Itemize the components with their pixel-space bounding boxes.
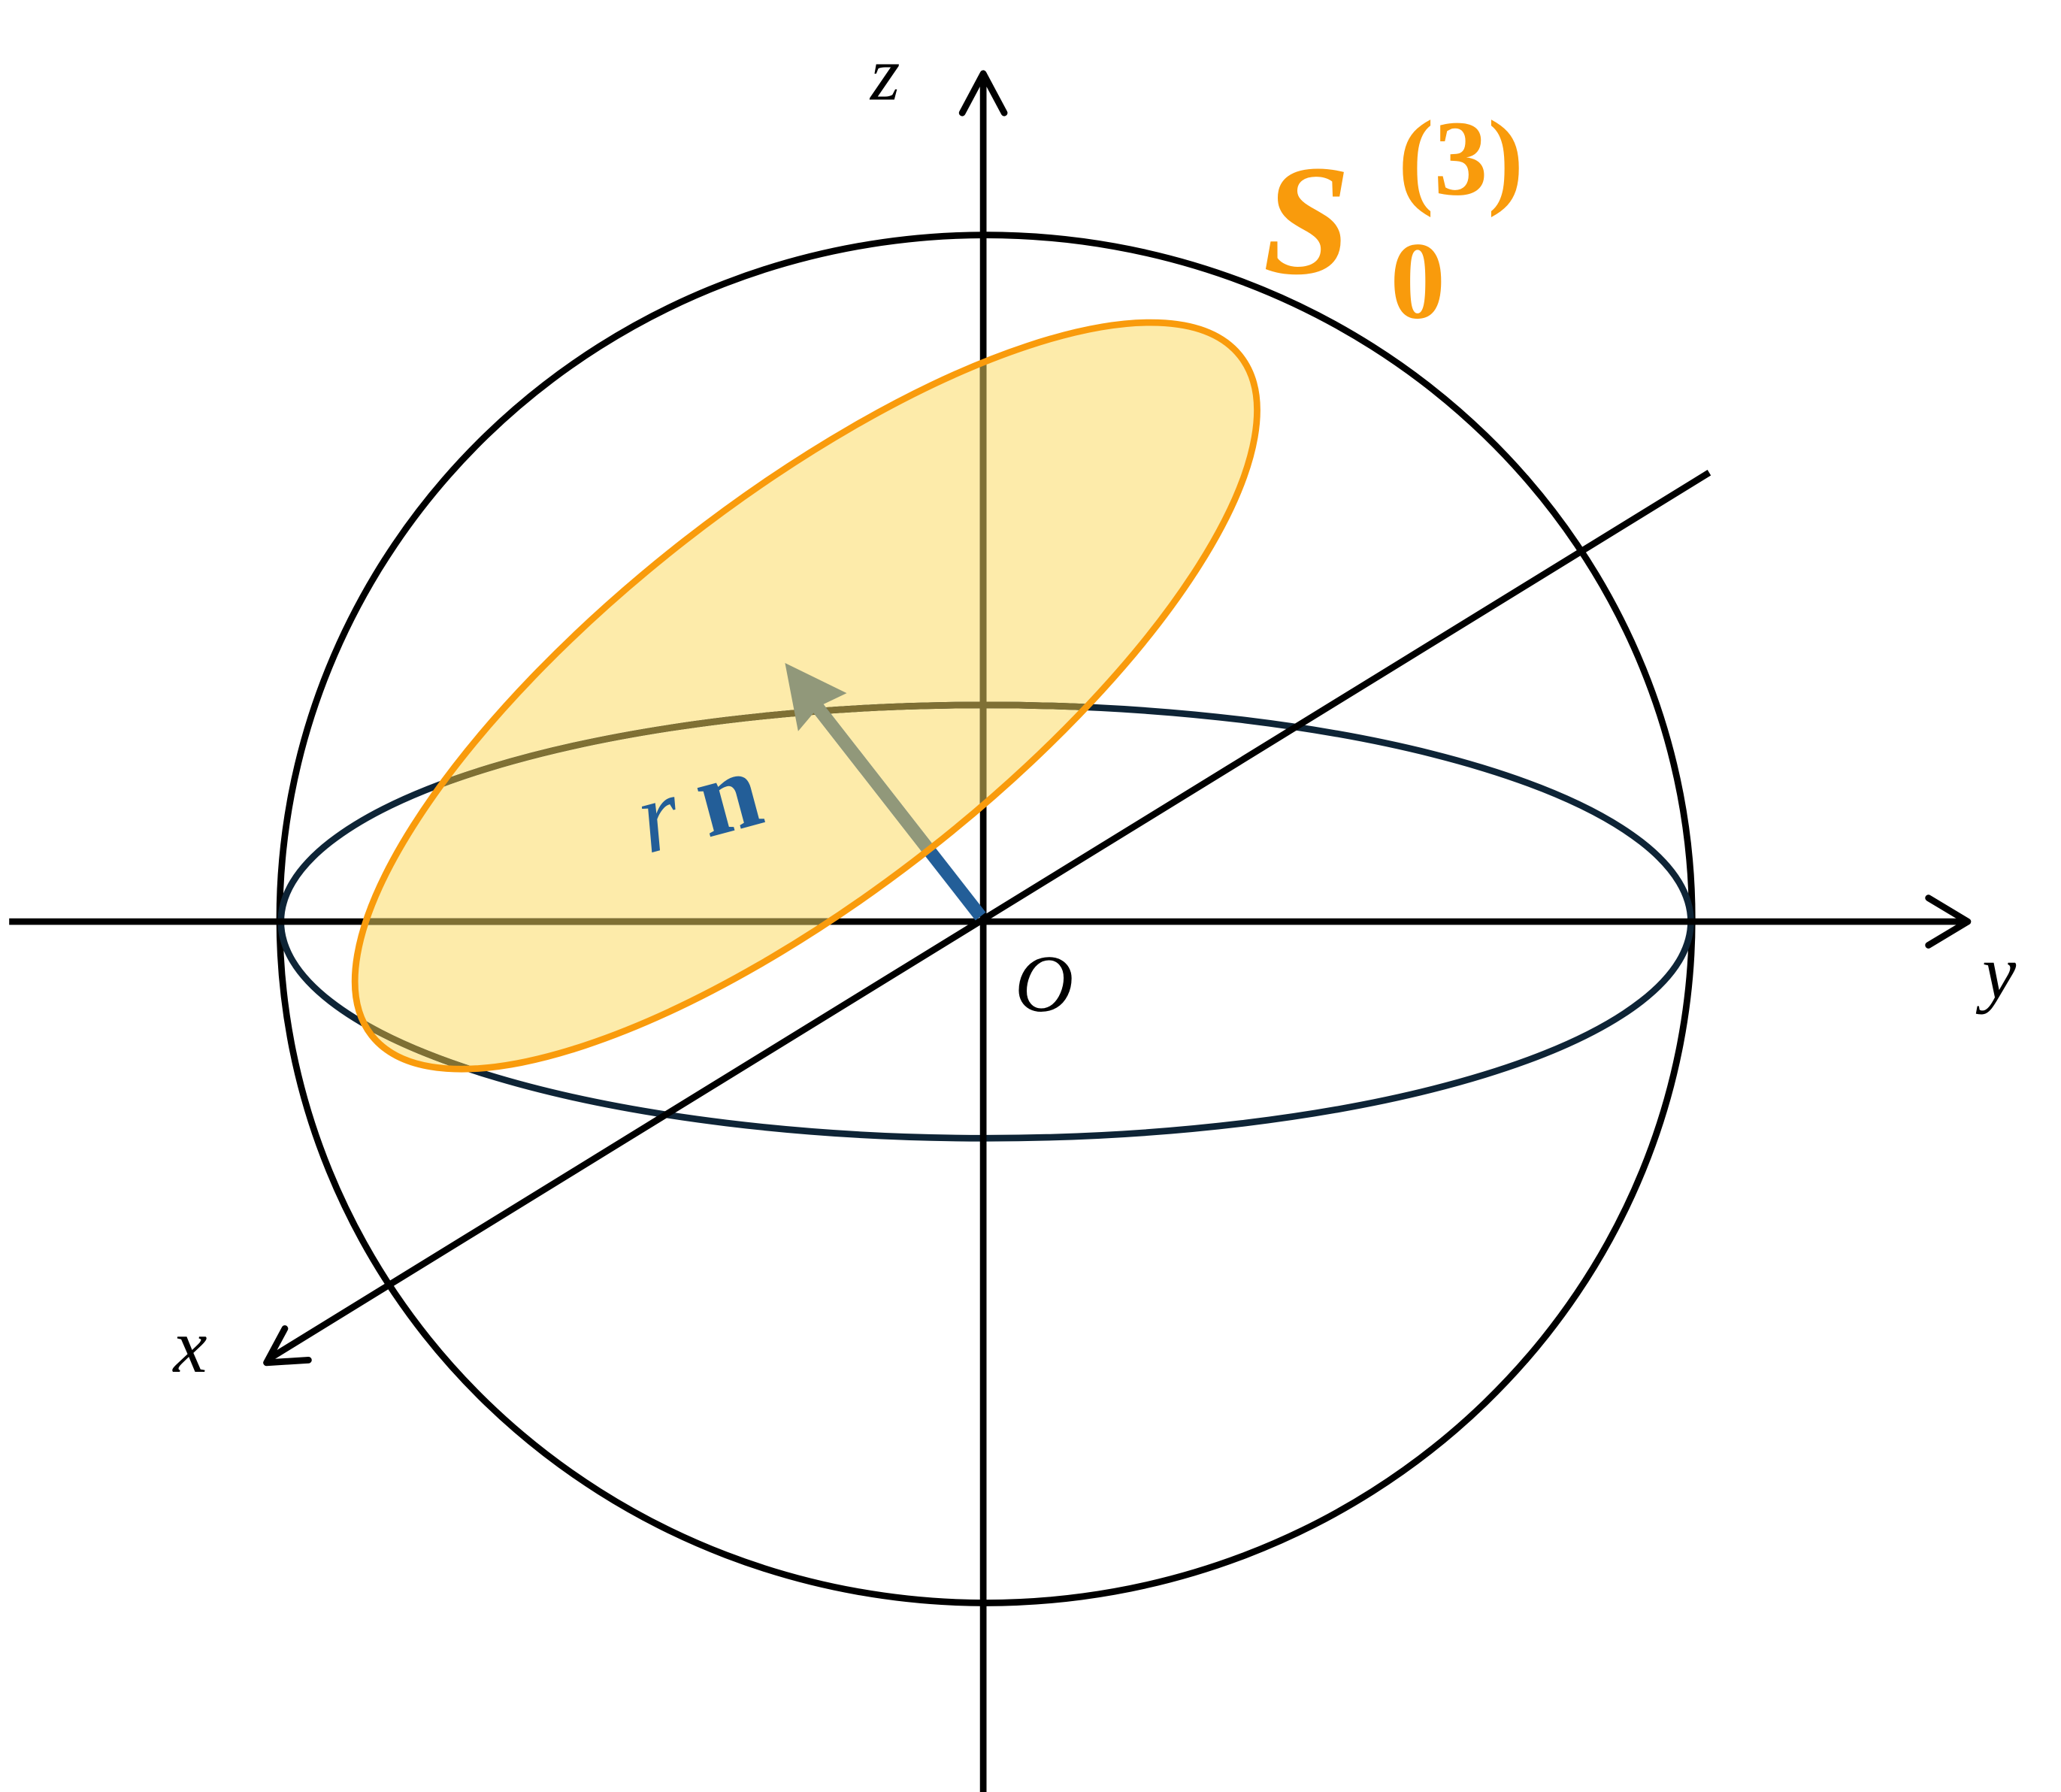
x-axis-arrowhead: [263, 1325, 312, 1367]
z-axis-arrowhead: [958, 70, 1008, 117]
surface-label: S 0 (3): [1263, 98, 1524, 341]
y-axis-label: y: [1975, 930, 2016, 1014]
surface-label-main: S: [1263, 133, 1351, 307]
y-axis-arrowhead: [1925, 894, 1972, 949]
s0-disk-outline: [351, 319, 1261, 1073]
surface-label-sup: (3): [1398, 98, 1524, 217]
surface-label-sub: 0: [1391, 219, 1445, 342]
x-axis: [267, 470, 1711, 1362]
x-axis-label: x: [172, 1304, 207, 1388]
vector-rn-arrowhead: [785, 662, 847, 731]
origin-label: O: [1015, 940, 1073, 1029]
z-axis-label: z: [869, 32, 900, 117]
